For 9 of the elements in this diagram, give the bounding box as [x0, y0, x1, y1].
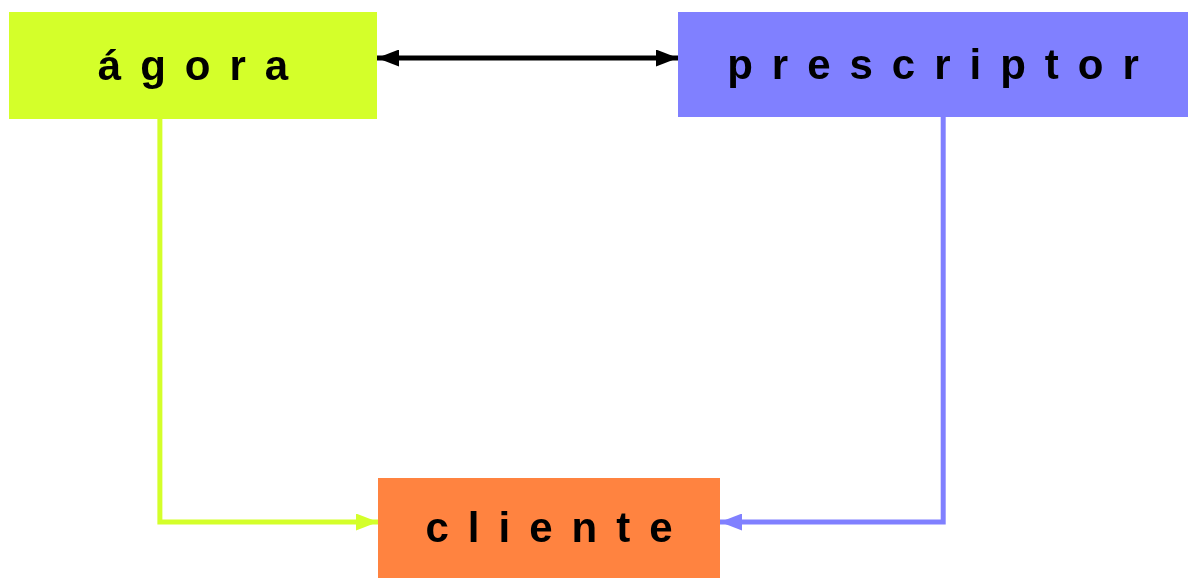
box-label: prescriptor [726, 40, 1158, 89]
label-box [378, 478, 720, 578]
label-box [9, 12, 377, 119]
arrow [377, 49, 678, 67]
box-label: ágora [96, 41, 308, 90]
arrow [157, 119, 378, 531]
arrow [720, 117, 946, 531]
label-box [678, 12, 1188, 117]
box-label: cliente [424, 504, 692, 552]
